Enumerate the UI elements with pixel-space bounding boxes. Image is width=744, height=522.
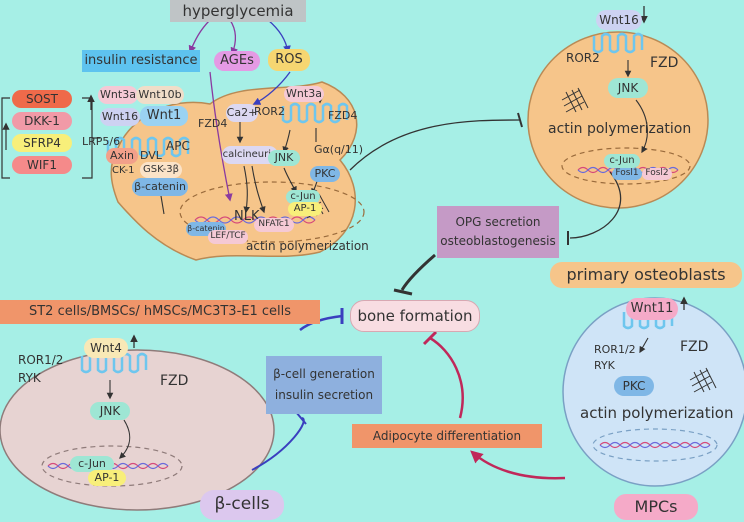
fosl1-badge: Fosl1: [612, 168, 642, 180]
wnt11-ligand: Wnt11: [626, 298, 678, 320]
beta-cells-label: β-cells: [200, 490, 284, 520]
insulin-resistance-label: insulin resistance: [82, 50, 200, 72]
actin-mesh-primary: [561, 87, 589, 113]
pkc-mpc-badge: PKC: [614, 376, 654, 396]
axin-badge: Axin: [106, 148, 138, 164]
opg-osteoblastogenesis-box: OPG secretion osteoblastogenesis: [437, 206, 559, 258]
osteoblast-nucleus: [179, 181, 365, 243]
fzd-primary-label: FZD: [650, 55, 679, 71]
fzd-mpc-label: FZD: [680, 339, 709, 355]
cell-lines-label: ST2 cells/BMSCs/ hMSCs/MC3T3-E1 cells: [0, 300, 320, 324]
dkk1-badge: DKK-1: [12, 112, 72, 130]
nlk-label: NLK: [234, 209, 260, 224]
primary-osteoblast-cell-membrane: [527, 31, 709, 209]
primary-osteoblast-nucleus: [561, 147, 691, 185]
mpc-nucleus: [592, 428, 718, 462]
wnt10b-ligand: Wnt10b: [136, 86, 184, 104]
ca2-badge: Ca2+: [226, 104, 258, 122]
wnt16-ligand: Wnt16: [100, 108, 140, 126]
lef-tcf-badge: LEF/TCF: [208, 230, 248, 244]
bone-formation-label: bone formation: [350, 300, 480, 332]
wnt16-primary-ligand: Wnt16: [596, 10, 642, 30]
wif1-badge: WIF1: [12, 156, 72, 174]
opg-secretion-label: OPG secretion: [455, 215, 541, 229]
ck1-label: CK-1: [112, 165, 135, 176]
ros-badge: ROS: [268, 49, 310, 71]
beta-cell-effects-box: β-cell generation insulin secretion: [266, 356, 382, 414]
ror12-beta-label: ROR1/2: [18, 353, 64, 367]
ryk-beta-label: RYK: [18, 371, 41, 385]
wnt1-ligand: Wnt1: [140, 106, 188, 126]
beta-catenin-cytoplasm: β-catenin: [132, 178, 188, 196]
cjun-badge: c-Jun: [286, 190, 320, 204]
mpc-cell-membrane: [562, 297, 744, 487]
wnt3a-noncanonical-ligand: Wnt3a: [284, 86, 324, 102]
ap1-badge: AP-1: [288, 202, 322, 216]
ryk-mpc-label: RYK: [594, 359, 615, 372]
receptor-coil-primary: [592, 32, 644, 54]
apc-label: APC: [166, 139, 190, 153]
sfrp4-badge: SFRP4: [12, 134, 72, 152]
inhibitor-bracket: [1, 97, 100, 179]
actin-polymerization-label: actin polymerization: [246, 239, 369, 253]
jnk-beta-badge: JNK: [90, 402, 130, 420]
mpcs-label: MPCs: [614, 494, 698, 520]
beta-cell-nucleus: [41, 445, 183, 487]
beta-cell-generation-label: β-cell generation: [273, 367, 375, 381]
jnk-badge: JNK: [268, 150, 300, 166]
adipocyte-differentiation-label: Adipocyte differentiation: [352, 424, 542, 448]
cjun-beta-badge: c-Jun: [70, 456, 114, 472]
pkc-badge: PKC: [310, 166, 340, 182]
wnt3a-ligand: Wnt3a: [98, 86, 138, 104]
sost-badge: SOST: [12, 90, 72, 108]
fzd4-label: FZD4: [198, 117, 228, 130]
ror2-primary-label: ROR2: [566, 51, 600, 65]
dvl-label: DVL: [140, 149, 162, 162]
hyperglycemia-label: hyperglycemia: [170, 0, 306, 22]
fzd4-b-label: FZD4: [328, 109, 358, 122]
nfatc1-badge: NFATc1: [254, 218, 294, 232]
lrp56-label: LRP5/6: [82, 135, 121, 148]
jnk-primary-badge: JNK: [608, 78, 648, 98]
galpha-label: Gα(q/11): [314, 143, 364, 156]
gsk3b-badge: GSK-3β: [140, 162, 182, 178]
actin-mesh-mpc: [689, 367, 717, 393]
wnt4-ligand: Wnt4: [84, 338, 128, 358]
ap1-beta-badge: AP-1: [88, 470, 126, 486]
regulation-arrows: [251, 112, 622, 480]
ages-badge: AGEs: [214, 51, 260, 71]
osteoblastogenesis-label: osteoblastogenesis: [440, 234, 556, 248]
insulin-secretion-label: insulin secretion: [274, 388, 374, 402]
cjun-primary-badge: c-Jun: [604, 154, 640, 168]
primary-osteoblasts-label: primary osteoblasts: [550, 262, 742, 288]
actin-mpc-label: actin polymerization: [580, 404, 734, 422]
ror12-mpc-label: ROR1/2: [594, 343, 636, 356]
receptor-coil-ror2-fzd4: [281, 102, 349, 124]
fzd-beta-label: FZD: [160, 373, 189, 389]
actin-primary-label: actin polymerization: [548, 121, 692, 137]
calcineurin-badge: calcineurin: [222, 146, 278, 164]
beta-cell-membrane: [0, 349, 275, 511]
ror2-label: ROR2: [254, 105, 285, 118]
mpc-dna: [599, 441, 711, 449]
fosl2-badge: Fosl2: [642, 168, 672, 180]
receptor-coil-lrp-fzd4: [106, 136, 190, 158]
